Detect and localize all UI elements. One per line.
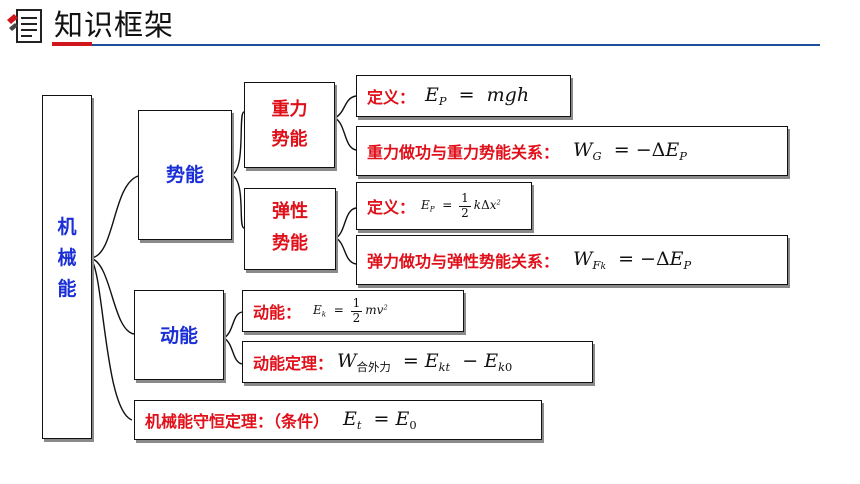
elastic-potential-box: 弹性 势能: [244, 188, 336, 270]
kinetic-theorem-box: 动能定理： W合外力 = Ekt − Ek0: [242, 341, 593, 383]
header-divider: [52, 44, 820, 46]
header-accent: [52, 42, 92, 46]
list-icon: [4, 6, 44, 46]
conservation-box: 机械能守恒定理：（条件） Et = E0: [134, 400, 542, 440]
root-char: 能: [57, 278, 77, 300]
elastic-definition-label: 定义：: [367, 198, 416, 217]
net-force-subscript: 合外力: [356, 359, 391, 374]
gravity-definition-box: 定义： EP = mgh: [356, 75, 571, 117]
kinetic-theorem-formula: W合外力 = Ekt − Ek0: [337, 349, 513, 374]
kinetic-definition-label: 动能：: [253, 303, 302, 322]
root-char: 械: [57, 247, 77, 269]
root-char: 机: [57, 216, 77, 238]
gravity-definition-formula: EP = mgh: [425, 84, 530, 108]
elastic-work-relation-box: 弹力做功与弹性势能关系： WFk = −ΔEP: [356, 235, 788, 285]
elastic-work-relation-formula: WFk = −ΔEP: [573, 248, 692, 272]
elastic-potential-label: 势能: [272, 233, 308, 254]
elastic-work-relation-label: 弹力做功与弹性势能关系：: [367, 252, 560, 271]
gravity-work-relation-label: 重力做功与重力势能关系：: [367, 143, 560, 162]
conservation-formula: Et = E0: [343, 408, 417, 432]
kinetic-energy-box: 动能: [134, 290, 224, 380]
gravity-work-relation-formula: WG = −ΔEP: [573, 139, 687, 163]
gravity-definition-label: 定义：: [367, 88, 416, 107]
gravity-potential-label: 重力: [271, 99, 308, 120]
root-box: 机 械 能: [42, 95, 92, 439]
potential-energy-label: 势能: [165, 164, 204, 186]
page-title: 知识框架: [54, 8, 175, 42]
kinetic-energy-label: 动能: [159, 325, 198, 347]
potential-energy-box: 势能: [138, 110, 232, 240]
elastic-potential-label: 弹性: [272, 201, 308, 222]
conservation-label: 机械能守恒定理：（条件）: [145, 412, 330, 431]
gravity-potential-box: 重力 势能: [244, 82, 335, 168]
gravity-potential-label: 势能: [271, 129, 308, 150]
gravity-work-relation-box: 重力做功与重力势能关系： WG = −ΔEP: [356, 126, 788, 176]
kinetic-theorem-label: 动能定理：: [253, 354, 334, 373]
